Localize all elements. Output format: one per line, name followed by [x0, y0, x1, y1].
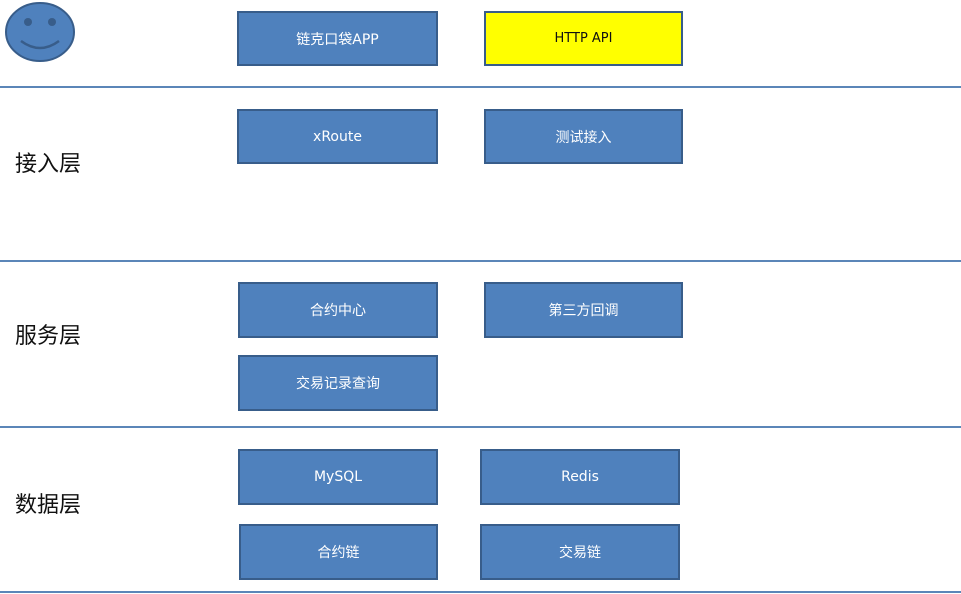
contract-center-box: 合约中心	[238, 282, 438, 338]
contract-chain-box: 合约链	[239, 524, 438, 580]
layer-divider	[0, 260, 961, 262]
layer-divider	[0, 591, 961, 593]
data-layer-title: 数据层	[15, 493, 82, 518]
layer-divider	[0, 426, 961, 428]
redis-box: Redis	[480, 449, 680, 505]
service-layer-title: 服务层	[15, 324, 82, 349]
smiley-face-icon	[5, 2, 75, 62]
test-access-box: 测试接入	[484, 109, 683, 164]
app-box: 链克口袋APP	[237, 11, 438, 66]
transaction-chain-box: 交易链	[480, 524, 680, 580]
transaction-query-box: 交易记录查询	[238, 355, 438, 411]
access-layer-title: 接入层	[15, 152, 82, 177]
http-api-box: HTTP API	[484, 11, 683, 66]
layer-divider	[0, 86, 961, 88]
mysql-box: MySQL	[238, 449, 438, 505]
third-party-callback-box: 第三方回调	[484, 282, 683, 338]
xroute-box: xRoute	[237, 109, 438, 164]
